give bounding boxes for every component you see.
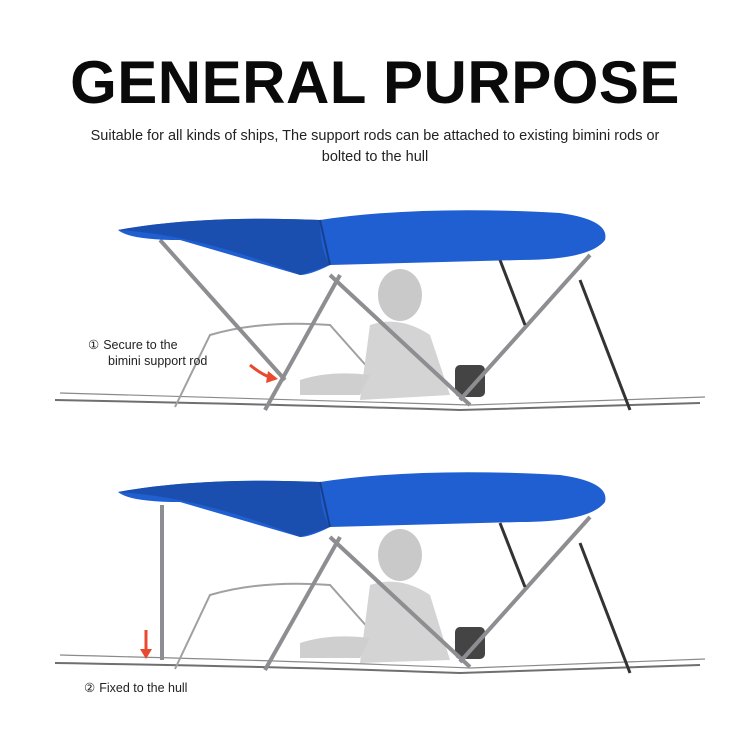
- page-title: GENERAL PURPOSE: [70, 49, 680, 116]
- page-subtitle: Suitable for all kinds of ships, The sup…: [90, 128, 660, 165]
- mount-label-rod-line2: bimini support rod: [108, 354, 208, 368]
- step-one-marker: ①: [88, 338, 100, 352]
- mount-label-rod-line1: Secure to the: [103, 338, 178, 352]
- step-two-marker: ②: [84, 681, 96, 695]
- mount-label-hull-line1: Fixed to the hull: [99, 681, 188, 695]
- bimini-top-illustration-rod-mount: [0, 195, 750, 455]
- bimini-top-illustration-hull-mount: [0, 455, 750, 715]
